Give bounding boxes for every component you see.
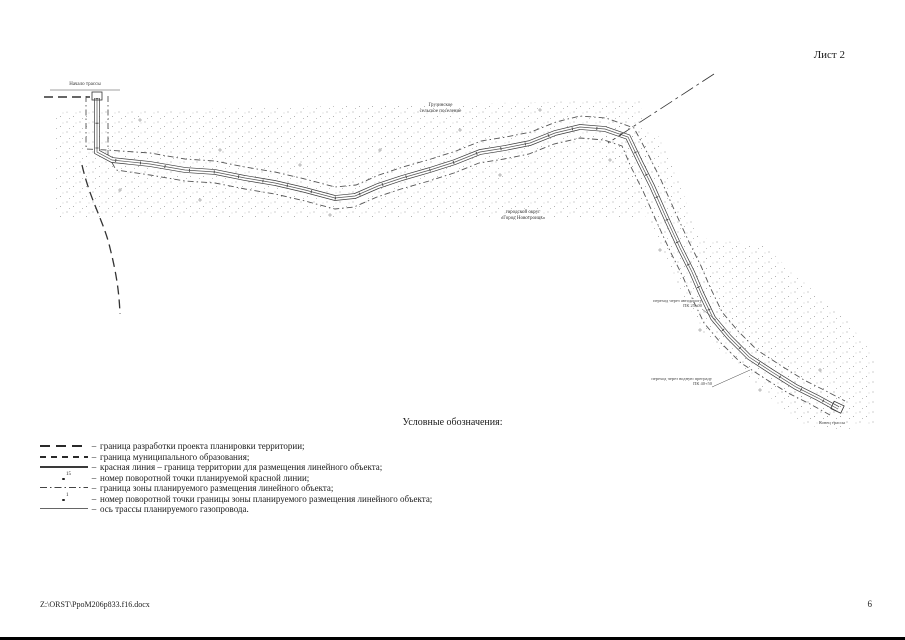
map-annotation-2: переход через водную преграду ПК 40+50 xyxy=(640,376,712,387)
terrain-speckle-band-diagonal xyxy=(596,118,852,432)
legend-separator: – xyxy=(91,483,97,494)
page-bottom-rule xyxy=(0,637,905,640)
zone-boundary-line-sample xyxy=(40,483,88,493)
point-dot-icon xyxy=(62,477,65,481)
map-annotation-1: переход через автодорогу ПК 25+00 xyxy=(630,298,702,309)
legend-item-label: красная линия – граница территории для р… xyxy=(100,462,383,473)
red-line-sample xyxy=(40,462,88,472)
project-boundary-line-sample xyxy=(40,441,88,451)
annotation2-line1: переход через водную преграду xyxy=(651,376,712,381)
point-number: 1 xyxy=(66,492,69,498)
route-end-label: Конец трассы xyxy=(818,420,846,425)
document-file-path: Z:\ORST\PpoM206p833.f16.docx xyxy=(40,600,150,609)
legend-separator: – xyxy=(91,451,97,462)
legend-separator: – xyxy=(91,504,97,515)
legend-item: 15 – номер поворотной точки планируемой … xyxy=(40,471,432,484)
legend-item-label: номер поворотной точки границы зоны план… xyxy=(100,493,433,504)
legend: – граница разработки проекта планировки … xyxy=(40,441,432,515)
district-name-line1: городской округ xyxy=(505,210,541,215)
legend-item-label: ось трассы планируемого газопровода. xyxy=(100,504,249,515)
point-number: 15 xyxy=(66,471,71,477)
sheet-label: Лист 2 xyxy=(813,49,845,61)
legend-item-label: граница муниципального образования; xyxy=(100,451,250,462)
annotation1-line1: переход через автодорогу xyxy=(653,298,702,303)
annotation2-line2: ПК 40+50 xyxy=(693,381,712,387)
settlement-name-line1: Грузинское xyxy=(428,103,453,108)
legend-separator: – xyxy=(91,462,97,473)
route-start-label: Начало трассы xyxy=(69,82,101,87)
legend-item-label: граница разработки проекта планировки те… xyxy=(100,441,305,452)
annotation-leader-1 xyxy=(701,308,717,321)
map-label-district: городской округ «Город Новотроицк» xyxy=(468,210,578,222)
municipal-boundary-line xyxy=(607,73,715,144)
route-end-box xyxy=(830,400,845,414)
municipal-boundary-line-sample xyxy=(40,452,88,462)
terrain-speckle-region-southeast xyxy=(700,238,874,426)
route-start-box xyxy=(91,91,103,101)
survey-cross-marks xyxy=(118,108,822,392)
district-name-line2: «Город Новотроицк» xyxy=(500,216,546,221)
point-dot-icon xyxy=(62,498,65,502)
map-label-route-end: Конец трассы xyxy=(796,420,868,425)
legend-item: – ось трассы планируемого газопровода. xyxy=(40,504,432,515)
zone-boundary-lower xyxy=(107,96,831,416)
legend-separator: – xyxy=(91,441,97,452)
annotation1-line2: ПК 25+00 xyxy=(683,303,702,309)
settlement-name-line2: сельское поселение xyxy=(419,109,462,114)
project-boundary-west xyxy=(81,164,121,315)
map-label-settlement: Грузинское сельское поселение xyxy=(393,103,488,115)
legend-title: Условные обозначения: xyxy=(402,417,503,428)
legend-item: 1 – номер поворотной точки границы зоны … xyxy=(40,492,433,505)
legend-item: – граница зоны планируемого размещения л… xyxy=(40,483,432,494)
page-number: 6 xyxy=(867,599,873,609)
legend-item-label: номер поворотной точки планируемой красн… xyxy=(100,472,310,483)
red-line-point-marker-sample: 15 xyxy=(40,471,88,483)
pipeline-axis xyxy=(96,98,839,410)
legend-item: – граница муниципального образования; xyxy=(40,452,432,463)
legend-separator: – xyxy=(91,472,97,483)
zone-point-marker-sample: 1 xyxy=(40,492,88,504)
map-label-route-start: Начало трассы xyxy=(50,82,120,88)
legend-separator: – xyxy=(91,493,97,504)
terrain-speckle-band-north xyxy=(55,100,648,218)
zone-boundary-upper xyxy=(85,96,846,402)
pipeline-axis-line-sample xyxy=(40,504,88,514)
annotation-leader-2 xyxy=(711,369,751,388)
legend-item: – граница разработки проекта планировки … xyxy=(40,441,432,452)
legend-item-label: граница зоны планируемого размещения лин… xyxy=(100,483,334,494)
legend-item: – красная линия – граница территории для… xyxy=(40,462,432,473)
